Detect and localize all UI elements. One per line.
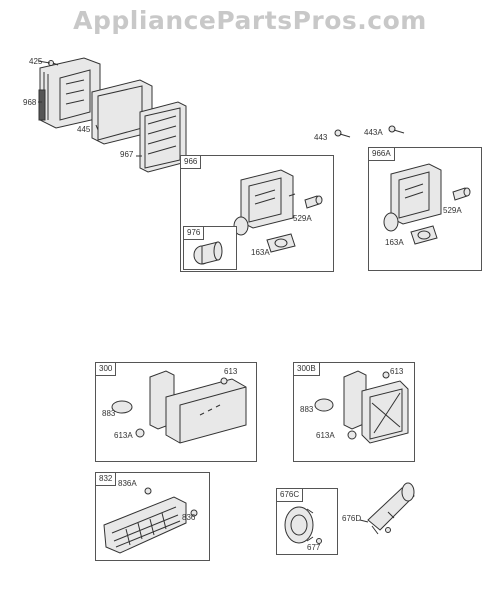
box-tag-300: 300 — [95, 362, 117, 376]
part-label-163a-alt: 163A — [385, 238, 404, 247]
screw-443-drawing — [334, 129, 351, 138]
part-label-836a: 836A — [118, 479, 137, 488]
part-label-677: 677 — [307, 543, 321, 552]
screw-443a-drawing — [388, 125, 405, 134]
part-label-676d: 676D — [342, 514, 362, 523]
box-tag-300b: 300B — [293, 362, 320, 376]
box-tag-966: 966 — [180, 155, 202, 169]
intake-housing-drawing — [233, 169, 323, 253]
muffler-drawing — [111, 370, 247, 444]
part-label-529a: 529A — [293, 214, 312, 223]
part-label-443: 443 — [314, 133, 328, 142]
filter-base-drawing — [38, 57, 101, 129]
box-tag-676c: 676C — [276, 488, 304, 502]
part-label-529a-alt: 529A — [443, 206, 462, 215]
part-label-445: 445 — [77, 125, 91, 134]
diagram-box-966a: 966A 529A 163A — [368, 147, 482, 271]
part-label-163a: 163A — [251, 248, 270, 257]
box-tag-832: 832 — [95, 472, 117, 486]
part-label-613: 613 — [224, 367, 238, 376]
muffler-alt-drawing — [314, 370, 409, 444]
diagram-box-300: 300 613 883 613A — [95, 362, 257, 462]
part-label-883-alt: 883 — [300, 405, 314, 414]
spark-arrestor-drawing — [284, 506, 322, 544]
part-label-613-alt: 613 — [390, 367, 404, 376]
muffler-guard-drawing — [103, 487, 198, 554]
diagram-box-676c: 676C 677 — [276, 488, 338, 555]
part-label-883: 883 — [102, 409, 116, 418]
intake-housing-alt-drawing — [383, 163, 471, 245]
part-label-968: 968 — [23, 98, 37, 107]
part-label-425: 425 — [29, 57, 43, 66]
sleeve-drawing — [193, 241, 223, 265]
part-label-967: 967 — [120, 150, 134, 159]
diagram-box-976: 976 — [183, 226, 237, 270]
part-label-613a-alt: 613A — [316, 431, 335, 440]
box-tag-966a: 966A — [368, 147, 395, 161]
part-label-443a: 443A — [364, 128, 383, 137]
diagram-box-832: 832 836A 836 — [95, 472, 210, 561]
part-label-836: 836 — [182, 513, 196, 522]
watermark: AppliancePartsPros.com — [73, 6, 427, 35]
diagram-box-300b: 300B 613 883 613A — [293, 362, 415, 462]
part-label-613a: 613A — [114, 431, 133, 440]
box-tag-976: 976 — [183, 226, 205, 240]
